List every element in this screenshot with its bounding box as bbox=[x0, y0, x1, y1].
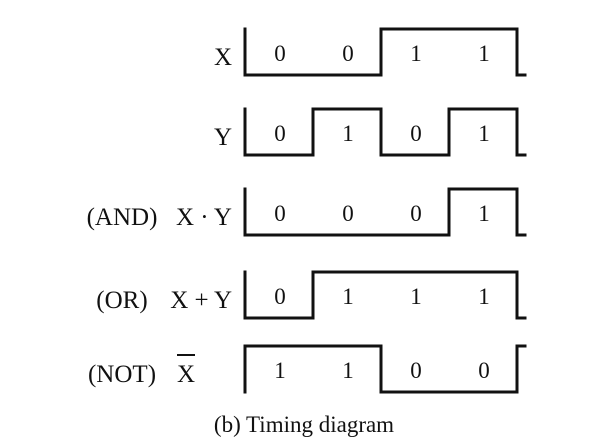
bit-value: 1 bbox=[410, 284, 422, 309]
signal-name: X bbox=[214, 44, 232, 71]
signal-row: (NOT) X 1 1 0 0 bbox=[88, 344, 527, 394]
bit-value: 0 bbox=[410, 121, 422, 146]
bit-value: 0 bbox=[478, 358, 490, 383]
bit-value: 0 bbox=[342, 41, 354, 66]
signal-name: Y bbox=[214, 124, 232, 151]
bit-value: 0 bbox=[342, 201, 354, 226]
signal-row: (OR) X + Y 0 1 1 1 bbox=[96, 270, 527, 320]
signal-name: X + Y bbox=[170, 287, 232, 314]
signal-row: Y 0 1 0 1 bbox=[214, 107, 527, 157]
figure-caption: (b) Timing diagram bbox=[214, 412, 394, 437]
signal-row: (AND) X · Y 0 0 0 1 bbox=[87, 187, 527, 237]
bit-value: 1 bbox=[478, 121, 490, 146]
bit-value: 0 bbox=[274, 41, 286, 66]
bit-value: 1 bbox=[342, 284, 354, 309]
bit-value: 1 bbox=[342, 358, 354, 383]
gate-label: (NOT) bbox=[88, 361, 156, 388]
bit-value: 1 bbox=[478, 41, 490, 66]
waveform bbox=[243, 344, 527, 394]
bit-value: 1 bbox=[274, 358, 286, 383]
bit-value: 1 bbox=[478, 201, 490, 226]
waveform bbox=[243, 187, 527, 237]
waveform bbox=[243, 107, 527, 157]
bit-value: 0 bbox=[274, 284, 286, 309]
gate-label: (OR) bbox=[96, 287, 147, 314]
signal-name: X bbox=[177, 361, 195, 388]
signal-row: X 0 0 1 1 bbox=[214, 27, 527, 77]
gate-label: (AND) bbox=[87, 204, 158, 231]
bit-value: 0 bbox=[274, 121, 286, 146]
bit-value: 0 bbox=[410, 201, 422, 226]
bit-value: 1 bbox=[478, 284, 490, 309]
waveform bbox=[243, 27, 527, 77]
bit-value: 0 bbox=[410, 358, 422, 383]
bit-value: 1 bbox=[342, 121, 354, 146]
waveform bbox=[243, 270, 527, 320]
bit-value: 0 bbox=[274, 201, 286, 226]
bit-value: 1 bbox=[410, 41, 422, 66]
signal-name: X · Y bbox=[176, 204, 232, 231]
